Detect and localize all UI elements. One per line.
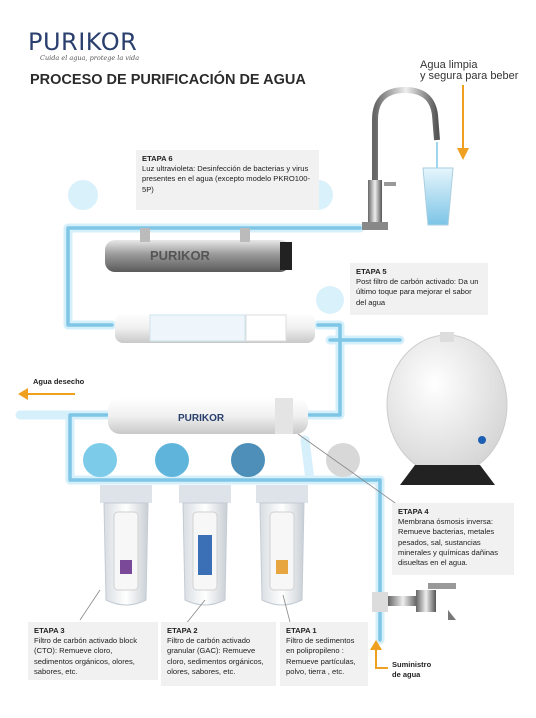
stage-6-heading: ETAPA 6 bbox=[142, 154, 173, 163]
uv-lamp-graphic: PURIKOR bbox=[105, 228, 292, 272]
svg-text:PURIKOR: PURIKOR bbox=[150, 248, 211, 263]
water-supply-label-line2: de agua bbox=[392, 670, 421, 679]
faucet-caption-line1: Agua limpia bbox=[420, 59, 478, 71]
droplet-indicators bbox=[68, 180, 360, 477]
stage-4-heading: ETAPA 4 bbox=[398, 507, 429, 516]
faucet-caption: Agua limpia y segura para beber bbox=[420, 60, 518, 82]
stage-2-box: ETAPA 2 Filtro de carbón activado granul… bbox=[161, 622, 276, 686]
stage-5-box: ETAPA 5 Post filtro de carbón activado: … bbox=[350, 263, 488, 315]
stage-3-heading: ETAPA 3 bbox=[34, 626, 65, 635]
svg-text:PURIKOR: PURIKOR bbox=[178, 413, 225, 424]
stage-1-box: ETAPA 1 Filtro de sedimentos en poliprop… bbox=[280, 622, 368, 686]
stage-5-heading: ETAPA 5 bbox=[356, 267, 387, 276]
supply-valve-graphic bbox=[372, 583, 456, 620]
water-supply-label-line1: Suministro bbox=[392, 660, 432, 669]
faucet-graphic bbox=[362, 86, 454, 230]
water-pipes bbox=[15, 223, 405, 645]
brand-logo: PURIKOR bbox=[28, 28, 138, 56]
stage-4-box: ETAPA 4 Membrana ósmosis inversa: Remuev… bbox=[392, 503, 514, 575]
clean-water-arrow bbox=[457, 85, 469, 160]
stage-2-text: Filtro de carbón activado granular (GAC)… bbox=[167, 636, 264, 676]
stage-3-box: ETAPA 3 Filtro de carbón activado block … bbox=[28, 622, 158, 680]
stage-6-text: Luz ultravioleta: Desinfección de bacter… bbox=[142, 164, 311, 194]
stage-2-heading: ETAPA 2 bbox=[167, 626, 198, 635]
storage-tank-graphic bbox=[386, 332, 508, 485]
stage-1-heading: ETAPA 1 bbox=[286, 626, 317, 635]
stage-connector-lines bbox=[79, 433, 399, 626]
waste-water-label: Agua desecho bbox=[33, 377, 85, 386]
stage-6-box: ETAPA 6 Luz ultravioleta: Desinfección d… bbox=[136, 150, 319, 210]
stage-3-text: Filtro de carbón activado block (CTO): R… bbox=[34, 636, 137, 676]
faucet-caption-line2: y segura para beber bbox=[420, 70, 519, 82]
post-carbon-filter-graphic bbox=[115, 313, 315, 343]
page-title: PROCESO DE PURIFICACIÓN DE AGUA bbox=[30, 72, 306, 88]
water-supply-label: Suministro de agua bbox=[392, 660, 431, 680]
waste-arrow bbox=[18, 388, 75, 400]
brand-tagline: Cuida el agua, protege la vida bbox=[40, 54, 140, 62]
supply-arrow bbox=[370, 640, 388, 669]
stage-4-text: Membrana ósmosis inversa: Remueve bacter… bbox=[398, 517, 499, 568]
stage-5-text: Post filtro de carbón activado: Da un úl… bbox=[356, 277, 479, 307]
prefilter-housings-graphic bbox=[100, 485, 308, 606]
membrane-graphic: PURIKOR bbox=[108, 398, 308, 434]
stage-1-text: Filtro de sedimentos en polipropileno : … bbox=[286, 636, 356, 676]
